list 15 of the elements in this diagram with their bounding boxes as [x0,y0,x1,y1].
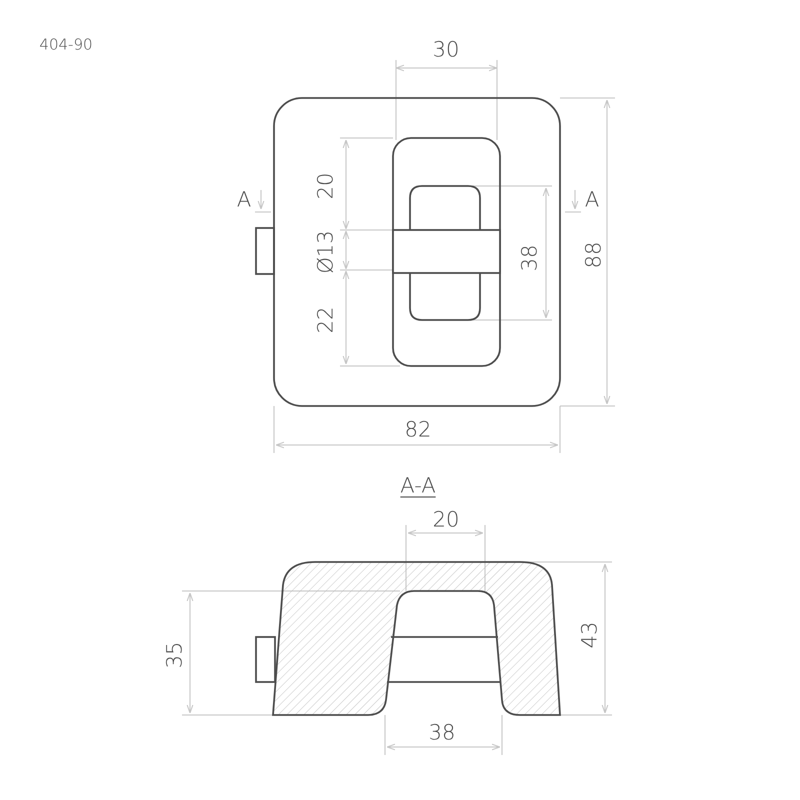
dimension-value: 35 [164,642,186,668]
dimension-value: 20 [316,172,336,200]
dimension-value: 88 [584,242,604,268]
dimension-value: 43 [580,622,600,648]
dimension-value: 82 [404,420,432,440]
section-mark: A [584,190,600,210]
dimension-value: 38 [520,244,540,272]
dimension-value: 38 [428,722,456,744]
section-mark: A [236,190,252,210]
part-number: 404-90 [39,38,93,52]
dimension-value: 30 [432,40,460,60]
section-title: A-A [400,476,436,496]
dimension-value: 22 [316,306,336,334]
dimension-value: 20 [432,510,460,530]
dimension-value: Ø13 [316,230,336,274]
